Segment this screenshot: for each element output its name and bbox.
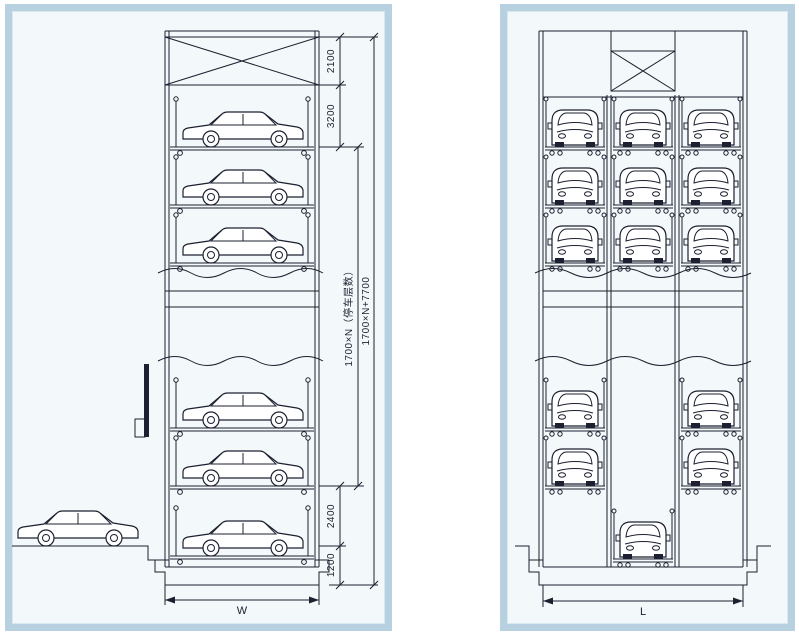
ground-lines [515,545,771,560]
break-line-lower [534,356,752,366]
bay-row5-left [544,436,606,494]
parking-floor-3 [170,213,314,272]
front-elevation-drawing: L [515,30,771,618]
length-arrow-right [733,597,743,605]
dim-entry-height: 2400 [326,504,337,528]
width-arrow-left [165,596,175,604]
bay-row1-right [680,97,742,155]
ground-line [12,545,155,561]
side-elevation-drawing: 2100 3200 1700×N（停车层数） 1700×N+7700 2400 … [12,30,379,617]
bay-row2-center [612,155,674,213]
dim-total-height: 1700×N+7700 [361,277,372,346]
front-elevation-panel: L [500,4,795,631]
width-arrow-right [309,596,319,604]
side-elevation-panel: 2100 3200 1700×N（停车层数） 1700×N+7700 2400 … [5,4,392,631]
dim-extension-lines [319,36,378,586]
bay-row2-right [680,155,742,213]
length-dim-lines [542,585,744,607]
ground-car [17,510,139,547]
break-line-upper [534,268,752,278]
bay-row2-left [544,155,606,213]
length-arrow-left [543,597,553,605]
bay-pit-center [612,509,674,567]
foundation-outline [154,559,330,586]
intermediate-floor-lines [165,290,319,308]
bay-row3-center [612,213,674,271]
lift-rail [144,364,149,437]
parking-floor-pit [170,506,314,565]
bay-row4-left [544,378,606,436]
bay-row4-right [680,378,742,436]
break-line-lower [157,356,324,366]
parking-floor-5 [170,436,314,495]
dim-width: W [237,605,248,617]
break-line-upper [157,268,324,278]
dim-level-height: 1700×N（停车层数） [342,265,355,366]
foundation-outline [528,559,758,586]
control-box [134,418,146,438]
parking-floor-4 [170,378,314,437]
tower-columns [164,31,320,567]
intermediate-floor-lines [543,290,743,308]
dim-top-section: 3200 [326,104,337,128]
width-dim-lines [164,585,320,605]
dim-length: L [640,606,646,618]
machine-room-box [610,50,676,92]
machine-room-x-brace [610,31,676,92]
tower-columns [538,31,748,567]
bay-columns [606,95,680,567]
bay-row3-left [544,213,606,271]
machine-room-x-brace [164,30,320,86]
bay-row5-right [680,436,742,494]
parking-floor-1 [170,97,314,156]
bay-row1-left [544,97,606,155]
bay-row3-right [680,213,742,271]
dim-lines-vertical [339,37,375,585]
dim-ticks [335,32,379,590]
dim-machine-room: 2100 [326,49,337,73]
dim-pit-depth: 1200 [326,553,337,577]
bay-row1-center [612,97,674,155]
parking-floor-2 [170,155,314,214]
